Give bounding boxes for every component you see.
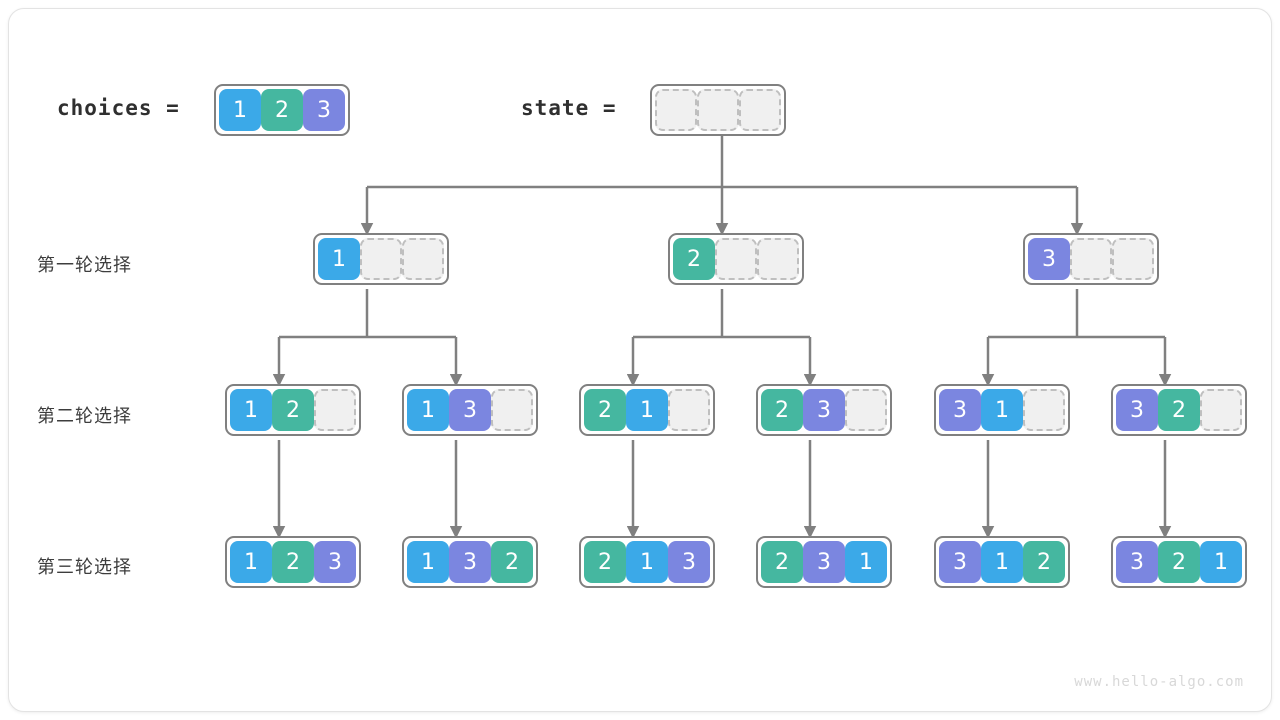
tree-node-l2-n2-cell-1: 3 [449,389,491,431]
tree-node-l2-n5-cell-1: 1 [981,389,1023,431]
tree-node-l1-n2: 2 [668,233,804,285]
state-array [650,84,786,136]
tree-node-l1-n3-cell-2 [1112,238,1154,280]
tree-node-l3-n3-cell-1: 1 [626,541,668,583]
tree-node-l3-n4-cell-0: 2 [761,541,803,583]
watermark: www.hello-algo.com [1074,674,1244,690]
tree-node-l2-n3-cell-0: 2 [584,389,626,431]
tree-node-l3-n2-cell-1: 3 [449,541,491,583]
tree-node-l2-n3-cell-2 [668,389,710,431]
tree-node-l2-n4-cell-1: 3 [803,389,845,431]
tree-node-l3-n4-cell-2: 1 [845,541,887,583]
tree-node-l2-n1-cell-1: 2 [272,389,314,431]
diagram-frame [8,8,1272,712]
tree-node-l2-n2-cell-0: 1 [407,389,449,431]
tree-node-l2-n5-cell-0: 3 [939,389,981,431]
state-cell-0 [655,89,697,131]
tree-node-l2-n1-cell-2 [314,389,356,431]
tree-node-l1-n2-cell-1 [715,238,757,280]
tree-node-l2-n4-cell-2 [845,389,887,431]
tree-node-l3-n5-cell-1: 1 [981,541,1023,583]
row-label-round2: 第二轮选择 [37,406,132,427]
tree-node-l1-n3-cell-0: 3 [1028,238,1070,280]
tree-node-l3-n5-cell-0: 3 [939,541,981,583]
tree-node-l3-n1-cell-1: 2 [272,541,314,583]
choices-cell-2: 3 [303,89,345,131]
row-label-round3: 第三轮选择 [37,557,132,578]
state-cell-1 [697,89,739,131]
tree-node-l2-n6-cell-0: 3 [1116,389,1158,431]
tree-node-l3-n1-cell-2: 3 [314,541,356,583]
tree-node-l3-n3-cell-2: 3 [668,541,710,583]
tree-node-l1-n2-cell-2 [757,238,799,280]
tree-node-l1-n2-cell-0: 2 [673,238,715,280]
tree-node-l1-n1-cell-1 [360,238,402,280]
tree-node-l1-n1-cell-0: 1 [318,238,360,280]
tree-node-l3-n3-cell-0: 2 [584,541,626,583]
tree-node-l3-n6-cell-0: 3 [1116,541,1158,583]
tree-node-l2-n6-cell-2 [1200,389,1242,431]
state-label: state = [521,96,617,120]
tree-node-l2-n5-cell-2 [1023,389,1065,431]
tree-node-l1-n1: 1 [313,233,449,285]
tree-node-l3-n2-cell-0: 1 [407,541,449,583]
tree-node-l2-n6-cell-1: 2 [1158,389,1200,431]
tree-node-l2-n3-cell-1: 1 [626,389,668,431]
row-label-round1: 第一轮选择 [37,255,132,276]
tree-node-l1-n1-cell-2 [402,238,444,280]
choices-cell-1: 2 [261,89,303,131]
tree-node-l1-n3-cell-1 [1070,238,1112,280]
tree-node-l3-n4-cell-1: 3 [803,541,845,583]
tree-node-l3-n6-cell-2: 1 [1200,541,1242,583]
state-cell-2 [739,89,781,131]
choices-cell-0: 1 [219,89,261,131]
tree-node-l2-n4-cell-0: 2 [761,389,803,431]
tree-node-l3-n1-cell-0: 1 [230,541,272,583]
tree-node-l3-n5-cell-2: 2 [1023,541,1065,583]
tree-node-l2-n1-cell-0: 1 [230,389,272,431]
choices-label: choices = [57,96,180,120]
tree-node-l1-n3: 3 [1023,233,1159,285]
tree-node-l2-n2-cell-2 [491,389,533,431]
tree-node-l3-n6-cell-1: 2 [1158,541,1200,583]
tree-node-l3-n2-cell-2: 2 [491,541,533,583]
